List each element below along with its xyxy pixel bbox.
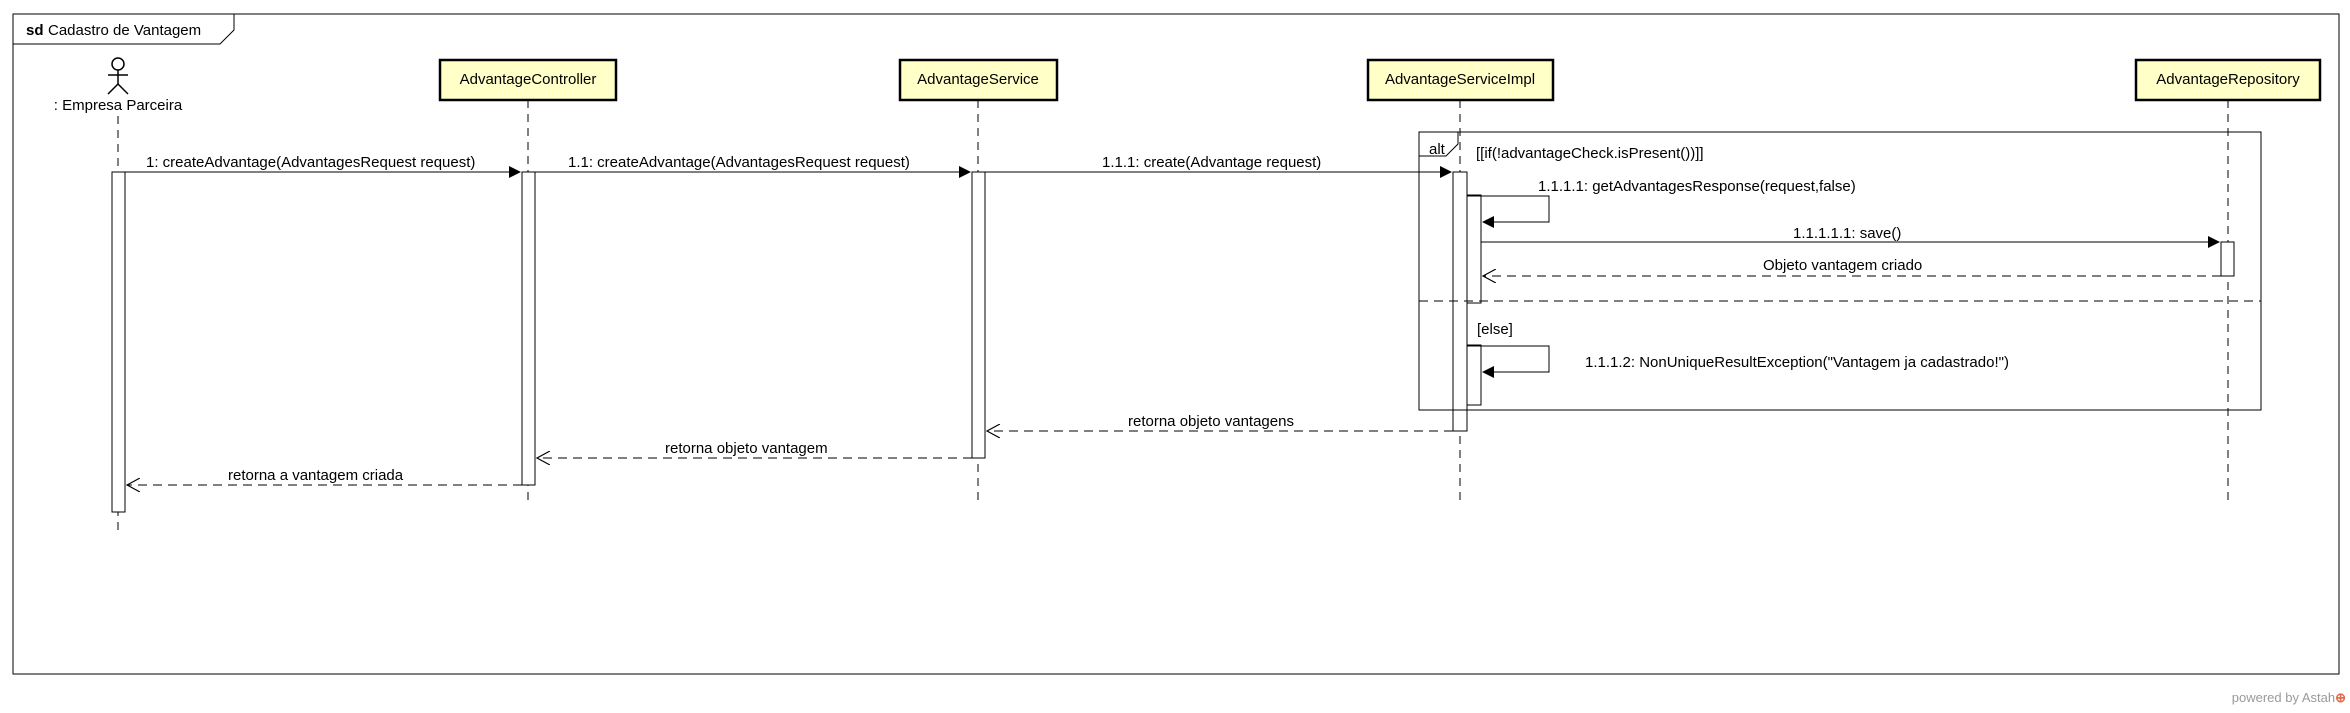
lifeline-label-repo: AdvantageRepository [2156,71,2300,88]
message-m4: 1.1.1.1: getAdvantagesResponse(request,f… [1467,178,1856,228]
activation-impl-nested-1 [1466,194,1482,304]
activation-impl-nested-2 [1466,344,1482,406]
lifeline-label-service: AdvantageService [917,71,1039,88]
message-label: Objeto vantagem criado [1763,257,1922,274]
diagram-frame: sd Cadastro de Vantagem [12,13,2340,675]
activation-bars [111,171,2235,513]
message-m9: retorna objeto vantagem [537,440,972,458]
actor-label: : Empresa Parceira [54,97,183,114]
activation-actor [111,171,126,513]
message-label: 1.1.1.2: NonUniqueResultException("Vanta… [1585,354,2009,371]
alt-fragment: alt [[if(!advantageCheck.isPresent())]] … [1418,131,2262,411]
message-m7: 1.1.1.2: NonUniqueResultException("Vanta… [1467,345,2009,378]
lifeline-head-impl: AdvantageServiceImpl [1366,58,1555,102]
lifeline-label-controller: AdvantageController [460,71,597,88]
message-label: 1: createAdvantage(AdvantagesRequest req… [146,154,475,171]
footer-text: powered by Astah [2231,690,2336,705]
activation-service [971,171,986,459]
frame-keyword: sd [26,22,44,39]
lifeline-head-repo: AdvantageRepository [2134,58,2322,102]
message-m8: retorna objeto vantagens [987,413,1453,431]
alt-operator: alt [1429,141,1446,158]
message-m2: 1.1: createAdvantage(AdvantagesRequest r… [535,154,971,178]
message-m1: 1: createAdvantage(AdvantagesRequest req… [125,154,521,178]
message-m3: 1.1.1: create(Advantage request) [985,154,1452,178]
message-label: 1.1.1: create(Advantage request) [1102,154,1321,171]
message-m6: Objeto vantagem criado [1483,257,2221,276]
astah-logo-icon: ⊕ [2335,690,2346,705]
activation-controller [521,171,536,486]
alt-guard-2: [else] [1477,321,1513,338]
powered-by-footer: powered by Astah⊕ [2232,690,2346,706]
message-label: retorna objeto vantagem [665,440,828,457]
message-m5: 1.1.1.1.1: save() [1481,225,2220,248]
lifeline-head-controller: AdvantageController [438,58,618,102]
message-label: 1.1: createAdvantage(AdvantagesRequest r… [568,154,910,171]
message-label: retorna objeto vantagens [1128,413,1294,430]
message-m10: retorna a vantagem criada [127,467,522,485]
activation-repo [2220,241,2235,277]
lifeline-label-impl: AdvantageServiceImpl [1385,71,1535,88]
frame-title: Cadastro de Vantagem [48,22,201,39]
lifeline-head-service: AdvantageService [898,58,1059,102]
message-label: 1.1.1.1.1: save() [1793,225,1901,242]
message-label: retorna a vantagem criada [228,467,404,484]
alt-guard-1: [[if(!advantageCheck.isPresent())]] [1476,145,1704,162]
message-label: 1.1.1.1: getAdvantagesResponse(request,f… [1538,178,1856,195]
actor-empresa-parceira: : Empresa Parceira [54,57,183,114]
actor-icon [107,57,129,95]
